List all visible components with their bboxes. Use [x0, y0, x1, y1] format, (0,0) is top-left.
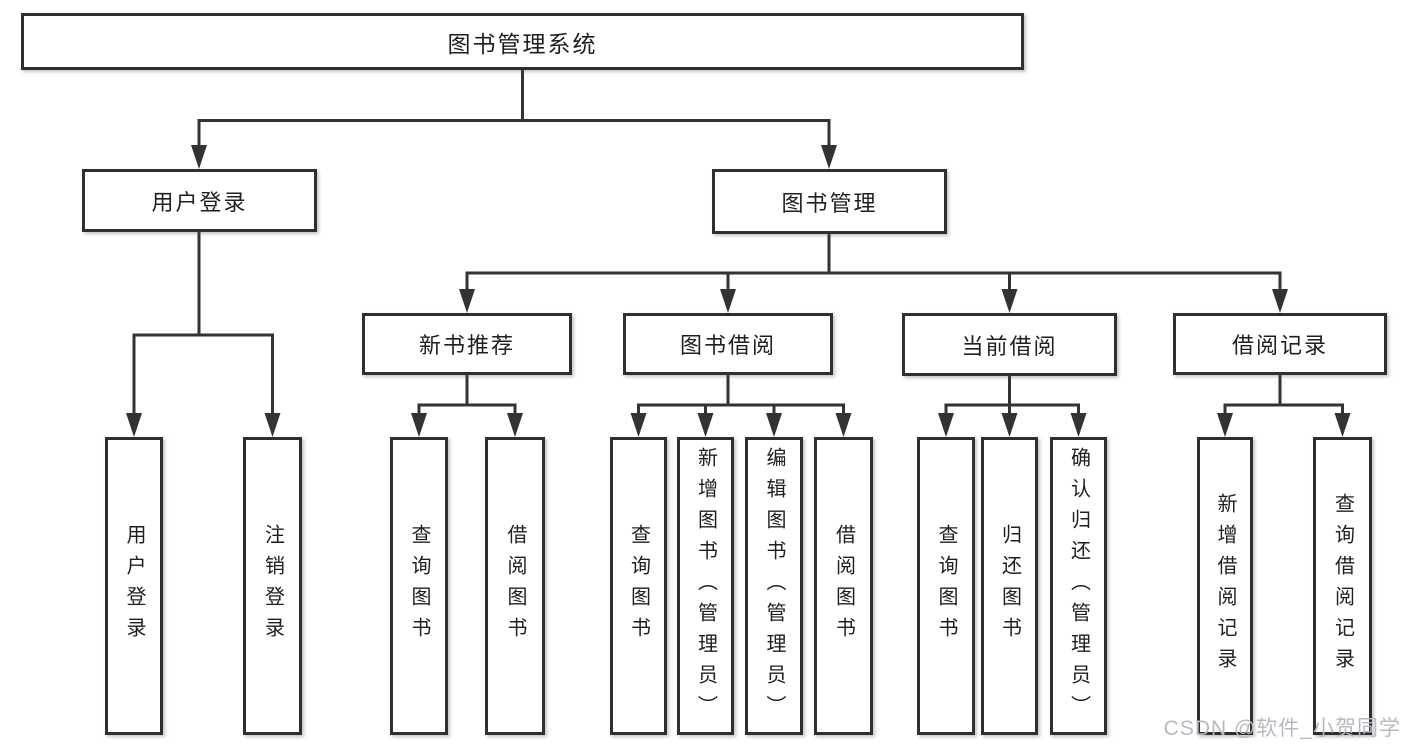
leaf-user-login: 用户登录	[105, 437, 163, 735]
node-current-borrow-label: 当前借阅	[961, 333, 1058, 359]
leaf-borrow-query-books-label: 查询图书	[627, 524, 650, 648]
node-borrow-records: 借阅记录	[1173, 313, 1387, 375]
leaf-current-query-books: 查询图书	[917, 437, 975, 735]
node-book-mgmt-label: 图书管理	[781, 190, 878, 216]
leaf-borrow-borrow-books-label: 借阅图书	[832, 524, 855, 648]
leaf-newbook-borrow-books: 借阅图书	[485, 437, 545, 735]
leaf-borrow-add-books-label: 新增图书（管理员）	[694, 446, 717, 726]
leaf-logout-label: 注销登录	[261, 524, 284, 648]
leaf-records-query-record: 查询借阅记录	[1313, 437, 1372, 735]
leaf-borrow-add-books: 新增图书（管理员）	[677, 437, 734, 735]
leaf-newbook-query-books-label: 查询图书	[408, 524, 430, 648]
leaf-current-query-books-label: 查询图书	[935, 524, 957, 648]
node-book-borrow: 图书借阅	[623, 313, 833, 375]
csdn-watermark: CSDN @软件_小贺同学	[1163, 717, 1401, 740]
leaf-current-confirm-return-label: 确认归还（管理员）	[1067, 446, 1090, 726]
node-user-login-label: 用户登录	[151, 189, 248, 215]
node-user-login: 用户登录	[82, 169, 317, 232]
leaf-records-add-record-label: 新增借阅记录	[1214, 493, 1236, 679]
node-root-label: 图书管理系统	[447, 30, 598, 57]
node-book-mgmt: 图书管理	[712, 169, 947, 234]
leaf-records-add-record: 新增借阅记录	[1197, 437, 1253, 735]
node-borrow-records-label: 借阅记录	[1231, 333, 1328, 358]
leaf-current-return-books: 归还图书	[981, 437, 1038, 735]
leaf-borrow-edit-books-label: 编辑图书（管理员）	[763, 446, 785, 726]
leaf-logout: 注销登录	[243, 437, 302, 735]
leaf-borrow-query-books: 查询图书	[610, 437, 667, 735]
leaf-current-return-books-label: 归还图书	[998, 524, 1021, 648]
node-current-borrow: 当前借阅	[902, 313, 1117, 376]
node-new-book-recommend: 新书推荐	[362, 313, 572, 375]
leaf-user-login-label: 用户登录	[123, 524, 145, 648]
leaf-newbook-query-books: 查询图书	[390, 437, 448, 735]
leaf-borrow-borrow-books: 借阅图书	[814, 437, 873, 735]
leaf-records-query-record-label: 查询借阅记录	[1331, 493, 1354, 679]
leaf-borrow-edit-books: 编辑图书（管理员）	[745, 437, 803, 735]
node-root: 图书管理系统	[21, 13, 1024, 70]
leaf-current-confirm-return: 确认归还（管理员）	[1050, 437, 1107, 735]
leaf-newbook-borrow-books-label: 借阅图书	[504, 524, 526, 648]
node-book-borrow-label: 图书借阅	[679, 333, 776, 358]
node-new-book-recommend-label: 新书推荐	[418, 333, 515, 358]
